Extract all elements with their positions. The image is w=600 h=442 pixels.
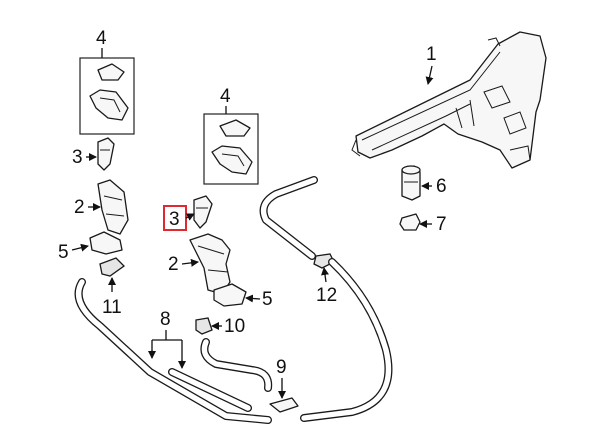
svg-text:12: 12 — [316, 285, 337, 306]
left-nozzle-assembly — [89, 137, 129, 277]
callout-5-center: 5 — [245, 289, 273, 310]
svg-text:3: 3 — [72, 147, 83, 168]
connector-9 — [269, 397, 299, 413]
callout-10: 10 — [211, 316, 245, 337]
svg-text:4: 4 — [220, 86, 231, 107]
callout-2-center: 2 — [168, 254, 199, 275]
callout-12: 12 — [316, 267, 337, 306]
callout-3-left: 3 — [72, 147, 97, 168]
nozzle-cover-box-right — [203, 113, 259, 185]
svg-text:7: 7 — [436, 214, 447, 235]
hose-short-center — [200, 338, 273, 392]
callout-5-left: 5 — [58, 242, 89, 263]
svg-text:5: 5 — [262, 289, 273, 310]
callout-3-center: 3 — [163, 205, 195, 231]
svg-text:3: 3 — [169, 209, 180, 230]
nozzle-cover-box-left — [79, 57, 135, 135]
svg-text:8: 8 — [160, 309, 171, 330]
hose-left-long — [74, 278, 272, 424]
svg-text:6: 6 — [436, 176, 447, 197]
hose-long-right — [259, 176, 393, 422]
connector-10 — [195, 317, 213, 335]
callout-6: 6 — [421, 176, 447, 197]
svg-text:1: 1 — [426, 44, 437, 65]
callout-2-left: 2 — [74, 197, 101, 218]
svg-text:2: 2 — [168, 254, 179, 275]
hose-section-8 — [168, 368, 252, 412]
svg-text:5: 5 — [58, 242, 69, 263]
center-nozzle-assembly — [189, 195, 247, 307]
washer-pump — [401, 165, 421, 201]
callout-4-right: 4 — [220, 86, 231, 114]
callout-11: 11 — [102, 277, 122, 318]
svg-text:11: 11 — [102, 297, 122, 318]
svg-text:9: 9 — [276, 357, 287, 378]
callout-4-left: 4 — [96, 28, 107, 58]
pump-grommet — [399, 213, 421, 231]
svg-text:4: 4 — [96, 28, 107, 49]
svg-text:10: 10 — [224, 316, 245, 337]
callout-1: 1 — [425, 44, 437, 85]
callout-9: 9 — [276, 357, 287, 399]
callout-8: 8 — [148, 309, 186, 369]
washer-reservoir — [351, 31, 547, 169]
svg-text:2: 2 — [74, 197, 85, 218]
callout-7: 7 — [419, 214, 447, 235]
